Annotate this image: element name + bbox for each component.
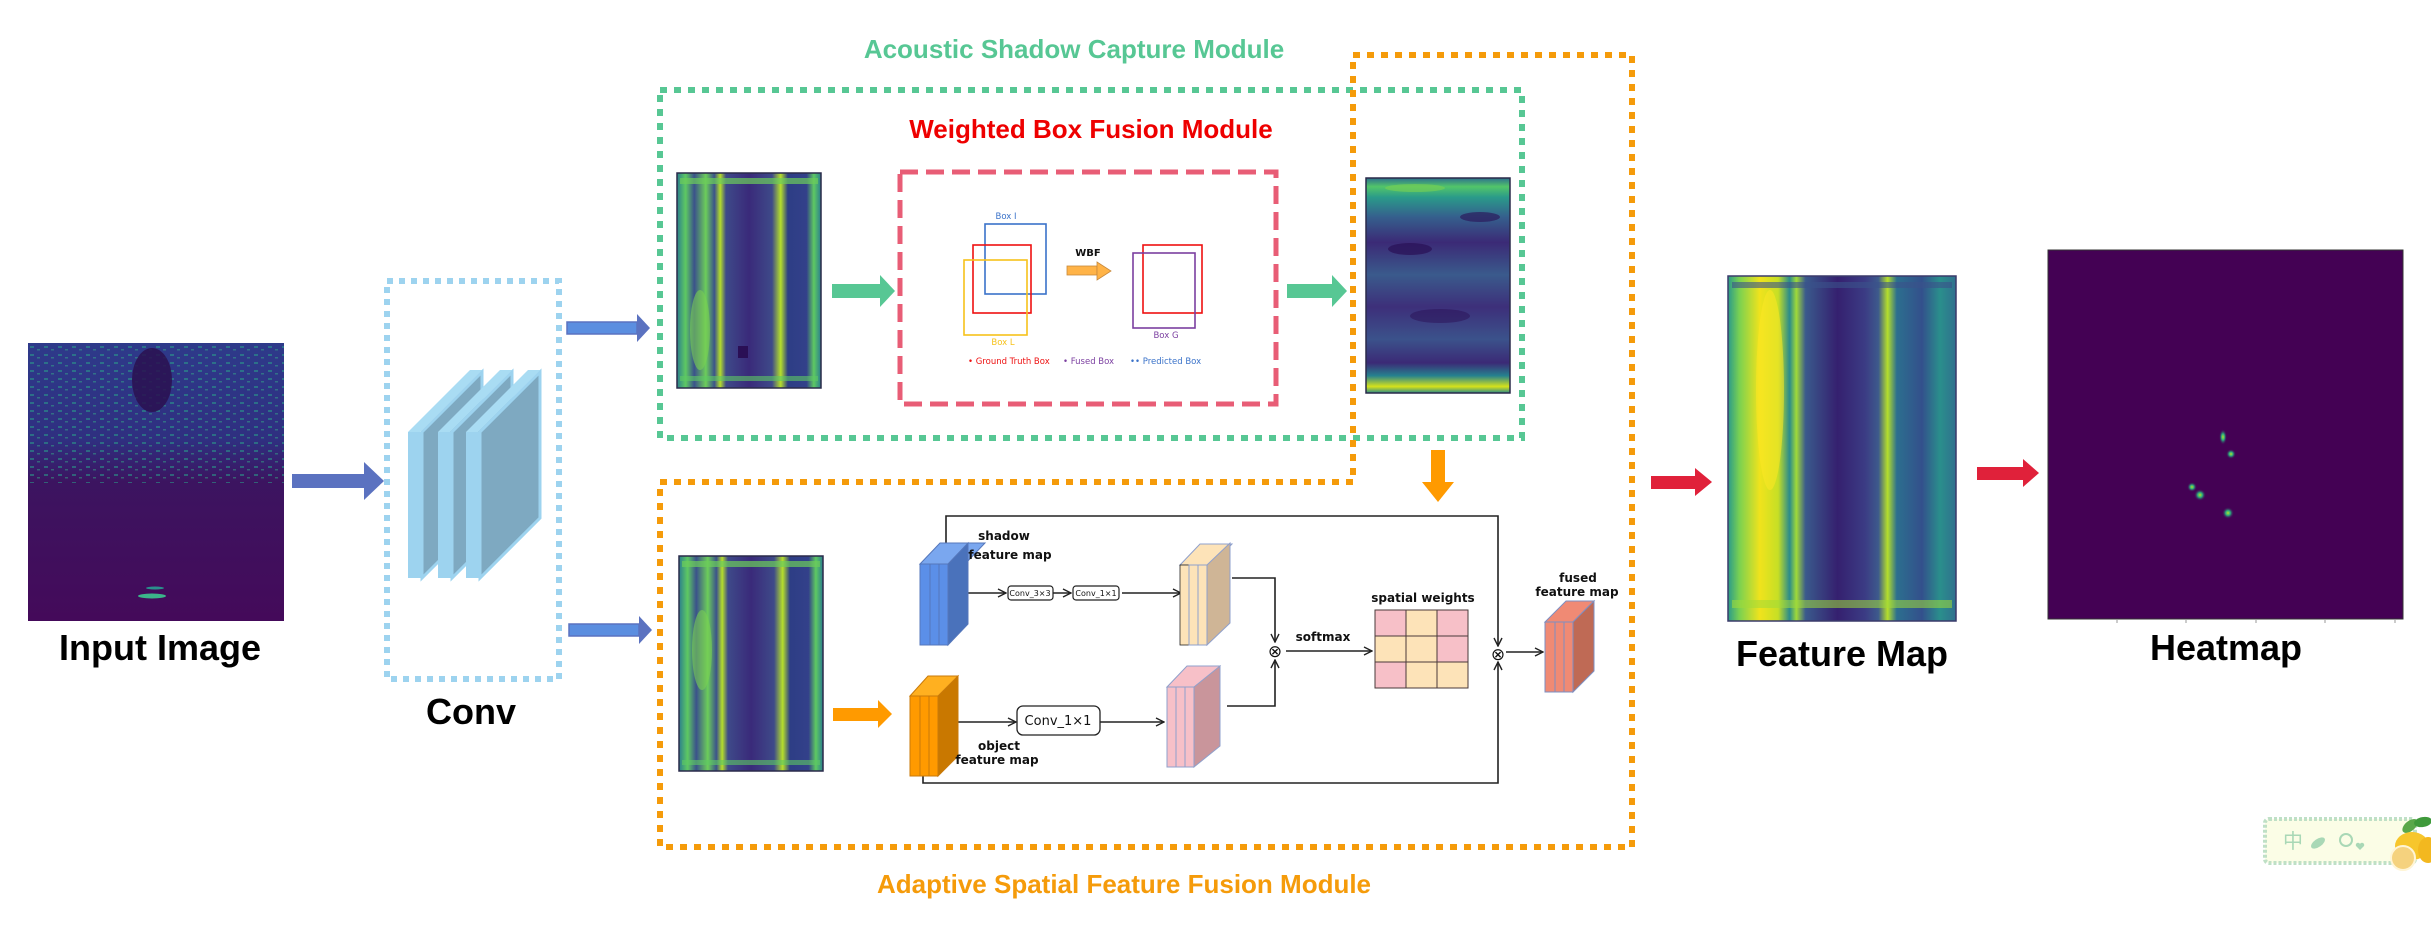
shadow-input-feature-map [676,172,822,389]
acoustic-shadow-module-title: Acoustic Shadow Capture Module [864,34,1284,64]
ground-truth-box-right [1142,244,1203,314]
conv-to-fusion-arrow [568,616,652,644]
wbf-module-title: Weighted Box Fusion Module [909,114,1273,144]
fused-feature-map-label-1: fused [1559,571,1597,585]
shadow-feature-map-icon [918,541,987,647]
feature-map-label: Feature Map [1736,633,1948,674]
box-l [963,259,1028,336]
spatial-weight-cell [1436,661,1469,689]
wbf-arrow [1066,261,1112,281]
box-i-label: Box I [995,212,1016,222]
box-l-label: Box L [991,338,1015,348]
object-input-arrow [833,700,892,728]
softmax-label: softmax [1296,630,1351,644]
spatial-weight-cell [1374,609,1407,637]
fusion-input-feature-map [678,555,824,772]
object-feature-map-label-2: feature map [955,753,1039,767]
shadow-feature-map-label-2: feature map [968,548,1052,562]
acoustic-shadow-module-border [657,87,1525,441]
spatial-weight-cell [1436,609,1469,637]
wbf-operation-label: WBF [1075,248,1100,259]
object-feature-map-label-1: object [978,739,1020,753]
heatmap-image [2047,249,2404,623]
shadow-feature-map-label-1: shadow [978,529,1030,543]
bear-heart-icon [2339,833,2365,850]
spatial-weight-cell [1405,661,1438,689]
asff-module-border [657,52,1635,850]
shadow-to-wbf-arrow [832,275,895,307]
legend-fused-box: • Fused Box [1063,357,1114,367]
conv-label: Conv [426,691,516,732]
shadow-processed-feature-map-icon [1178,541,1234,647]
to-feature-map-arrow [1651,468,1712,496]
box-i [984,223,1047,295]
lemon-icon [2390,816,2431,871]
multiply-icon: ⊗ [1491,645,1505,665]
wbf-legend: • Ground Truth Box • Fused Box •• Predic… [968,357,1201,367]
leaf-icon [2311,837,2325,849]
conv-layers-icon [408,368,542,582]
fusion-down-arrow [1422,450,1454,502]
spatial-weight-cell [1405,609,1438,637]
heatmap-label: Heatmap [2150,627,2302,668]
conv-1x1-bottom-block [1016,705,1101,736]
spatial-weight-cell [1436,635,1469,663]
conv-box-border [384,278,562,682]
conv-3x3-label: Conv_3×3 [1009,589,1050,598]
input-to-conv-arrow [292,462,384,500]
spatial-weight-cell [1374,635,1407,663]
spatial-weight-cell [1405,635,1438,663]
legend-predicted-box: •• Predicted Box [1130,357,1201,367]
ground-truth-box-left [972,244,1032,314]
box-g-label: Box G [1153,331,1178,341]
wbf-module-border [897,169,1279,407]
input-image-label: Input Image [59,627,261,668]
multiply-icon: ⊗ [1268,642,1282,662]
conv-3x3-block [1007,585,1054,601]
box-g [1132,252,1196,329]
conv-1x1-bottom-label: Conv_1×1 [1025,714,1092,729]
final-feature-map [1727,275,1957,622]
shadow-output-feature-map [1365,177,1511,394]
to-heatmap-arrow [1977,459,2039,487]
conv-1x1-top-block [1072,585,1120,601]
input-image [28,343,284,621]
conv-to-shadow-arrow [566,314,650,342]
asff-module-title: Adaptive Spatial Feature Fusion Module [877,869,1371,899]
object-feature-map-icon [908,674,960,778]
fused-feature-map-label-2: feature map [1535,585,1619,599]
object-processed-feature-map-icon [1165,664,1222,769]
conv-1x1-top-label: Conv_1×1 [1075,589,1116,598]
spatial-weights-grid [1374,609,1469,689]
fused-feature-map-icon [1543,599,1596,694]
spatial-weight-cell [1374,661,1407,689]
spatial-weights-label: spatial weights [1371,591,1474,605]
legend-ground-truth-box: • Ground Truth Box [968,357,1050,367]
watermark-badge: 中 [2263,816,2431,871]
chinese-char-icon: 中 [2283,829,2303,853]
wbf-to-shadow-map-arrow [1287,275,1347,307]
